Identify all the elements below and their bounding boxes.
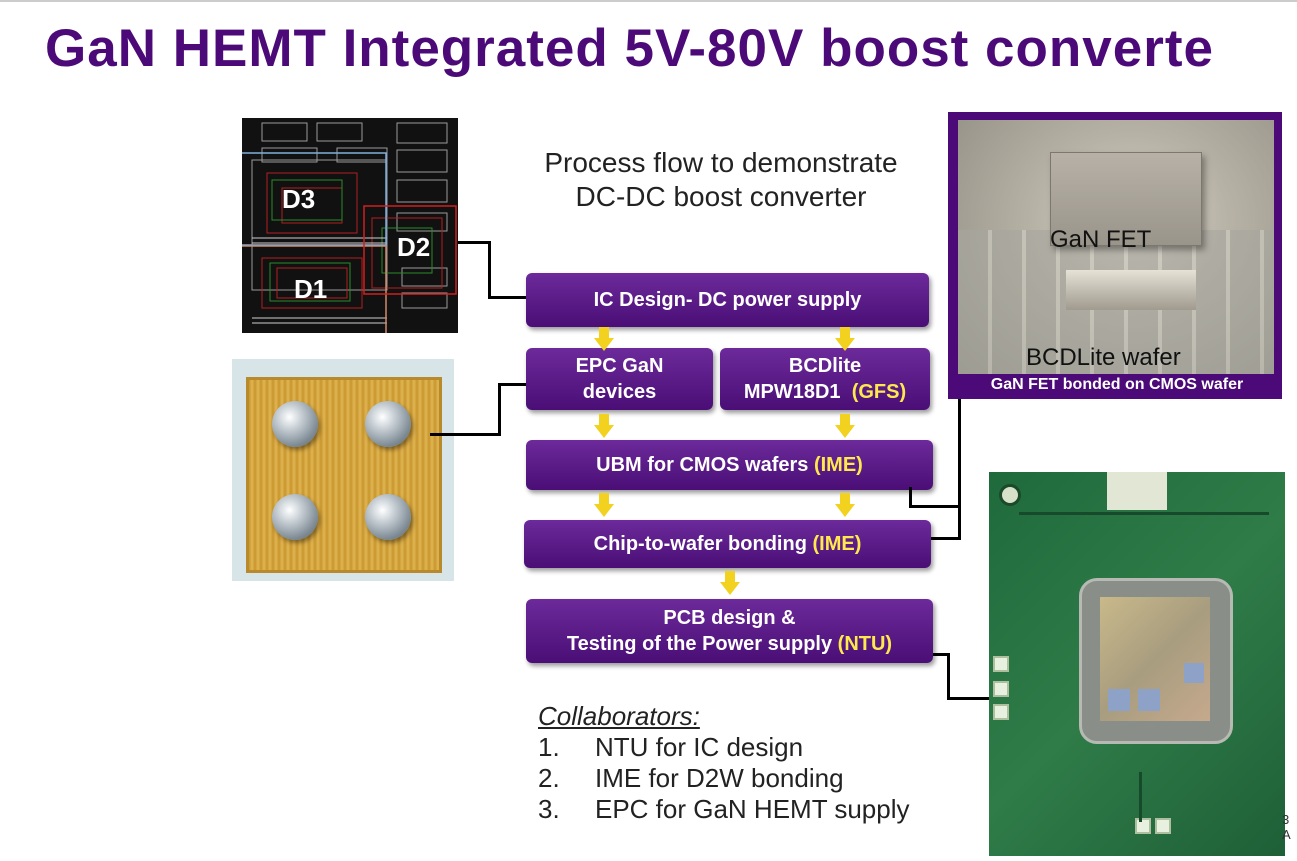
connector-line <box>458 241 490 244</box>
step-bcd-mpw: MPW18D1 <box>743 381 841 403</box>
step-pcb-line-1: PCB design & <box>663 607 796 629</box>
step-ubm: UBM for CMOS wafers (IME) <box>526 440 933 490</box>
collaborator-text: IME for D2W bonding <box>595 763 844 793</box>
connector-line <box>498 383 501 436</box>
step-pcb-highlight: (NTU) <box>837 633 893 655</box>
slide-title: GaN HEMT Integrated 5V-80V boost convert… <box>45 19 1214 78</box>
gan-fet-die <box>1050 152 1202 246</box>
pcb-pad <box>1135 818 1151 834</box>
fet-photo: GaN FET BCDLite wafer <box>958 120 1274 376</box>
step-bcd-highlight: (GFS) <box>851 381 907 403</box>
flow-subtitle: Process flow to demonstrate DC-DC boost … <box>505 146 937 214</box>
pcb-trace <box>1139 772 1142 822</box>
step-ubm-label: UBM for CMOS wafers <box>596 454 809 476</box>
pcb-pad <box>993 656 1009 672</box>
step-ubm-text: UBM for CMOS wafers (IME) <box>596 452 863 478</box>
pcb-pad <box>1107 472 1167 510</box>
label-d1: D1 <box>294 274 328 304</box>
connector-line <box>488 296 526 299</box>
flow-arrow <box>835 414 855 438</box>
bond-bumps <box>1066 270 1196 310</box>
collaborators-section: Collaborators: 1. NTU for IC design 2. IME… <box>538 701 910 825</box>
collaborator-number: 1. <box>538 732 560 762</box>
connector-line <box>947 653 950 700</box>
step-ubm-highlight: (IME) <box>813 454 863 476</box>
collaborator-item: 2. IME for D2W bonding <box>538 763 910 794</box>
flow-arrow <box>594 414 614 438</box>
pcb-pad <box>1155 818 1171 834</box>
solder-bump <box>365 401 411 447</box>
chip-layout-image: D3 D2 D1 <box>242 118 458 333</box>
step-epc-line-1: EPC GaN <box>575 355 664 377</box>
collaborator-text: NTU for IC design <box>595 732 804 762</box>
chip-package <box>1079 578 1233 744</box>
collaborators-heading: Collaborators: <box>538 701 700 731</box>
die-body <box>246 377 442 573</box>
label-d2: D2 <box>397 232 431 262</box>
pcb-pad <box>993 681 1009 697</box>
connector-line <box>498 383 526 386</box>
step-ic-design-label: IC Design- DC power supply <box>593 289 862 311</box>
subtitle-line-2: DC-DC boost converter <box>575 181 867 212</box>
collaborator-item: 1. NTU for IC design <box>538 732 910 763</box>
flow-arrow <box>594 493 614 517</box>
fet-photo-frame: GaN FET BCDLite wafer <box>948 112 1282 399</box>
gan-die-on-chip <box>1138 689 1160 711</box>
gan-fet-label: GaN FET <box>1050 226 1152 253</box>
connector-line <box>430 433 500 436</box>
step-chip-to-wafer: Chip-to-wafer bonding (IME) <box>524 520 931 568</box>
connector-line <box>933 653 949 656</box>
top-border <box>0 0 1297 2</box>
collaborator-text: EPC for GaN HEMT supply <box>595 794 910 824</box>
flow-arrow <box>594 327 614 351</box>
step-pcb-label: Testing of the Power supply <box>566 633 833 655</box>
gan-die-on-chip <box>1108 689 1130 711</box>
collaborator-number: 3. <box>538 794 560 824</box>
step-epc-devices: EPC GaN devices <box>526 348 713 410</box>
step-c2w-label: Chip-to-wafer bonding <box>593 533 807 555</box>
collaborator-item: 3. EPC for GaN HEMT supply <box>538 794 910 825</box>
bcdlite-wafer-label: BCDLite wafer <box>1026 344 1181 371</box>
pcb-photo <box>989 472 1285 856</box>
connector-line <box>909 487 912 507</box>
flow-arrow <box>720 571 740 595</box>
step-ic-design: IC Design- DC power supply <box>526 273 929 327</box>
page-number-fragment: 3 A <box>1282 812 1291 842</box>
step-bcd-line-2: MPW18D1 (GFS) <box>744 379 906 405</box>
connector-line <box>931 537 961 540</box>
pcb-pad <box>993 704 1009 720</box>
step-bcd-line-1: BCDlite <box>788 355 862 377</box>
step-pcb-line-2: Testing of the Power supply (NTU) <box>567 631 892 657</box>
connector-line <box>947 697 990 700</box>
solder-bump <box>272 494 318 540</box>
solder-bump <box>272 401 318 447</box>
cmos-chip <box>1100 597 1210 721</box>
fet-photo-caption: GaN FET bonded on CMOS wafer <box>958 374 1276 396</box>
flow-arrow <box>835 327 855 351</box>
step-pcb-design: PCB design & Testing of the Power supply… <box>526 599 933 663</box>
connector-line <box>909 505 961 508</box>
step-epc-line-2: devices <box>582 381 657 403</box>
step-c2w-highlight: (IME) <box>812 533 862 555</box>
label-d3: D3 <box>282 184 316 214</box>
solder-bump <box>365 494 411 540</box>
subtitle-line-1: Process flow to demonstrate <box>544 147 898 178</box>
pcb-trace <box>1019 512 1269 515</box>
pcb-via <box>999 484 1021 506</box>
connector-line <box>488 241 491 298</box>
gan-die-image <box>232 359 454 581</box>
collaborator-number: 2. <box>538 763 560 793</box>
flow-arrow <box>835 493 855 517</box>
step-c2w-text: Chip-to-wafer bonding (IME) <box>594 531 862 557</box>
gan-die-on-chip <box>1184 663 1204 683</box>
step-bcdlite: BCDlite MPW18D1 (GFS) <box>720 348 930 410</box>
connector-line <box>958 396 961 540</box>
